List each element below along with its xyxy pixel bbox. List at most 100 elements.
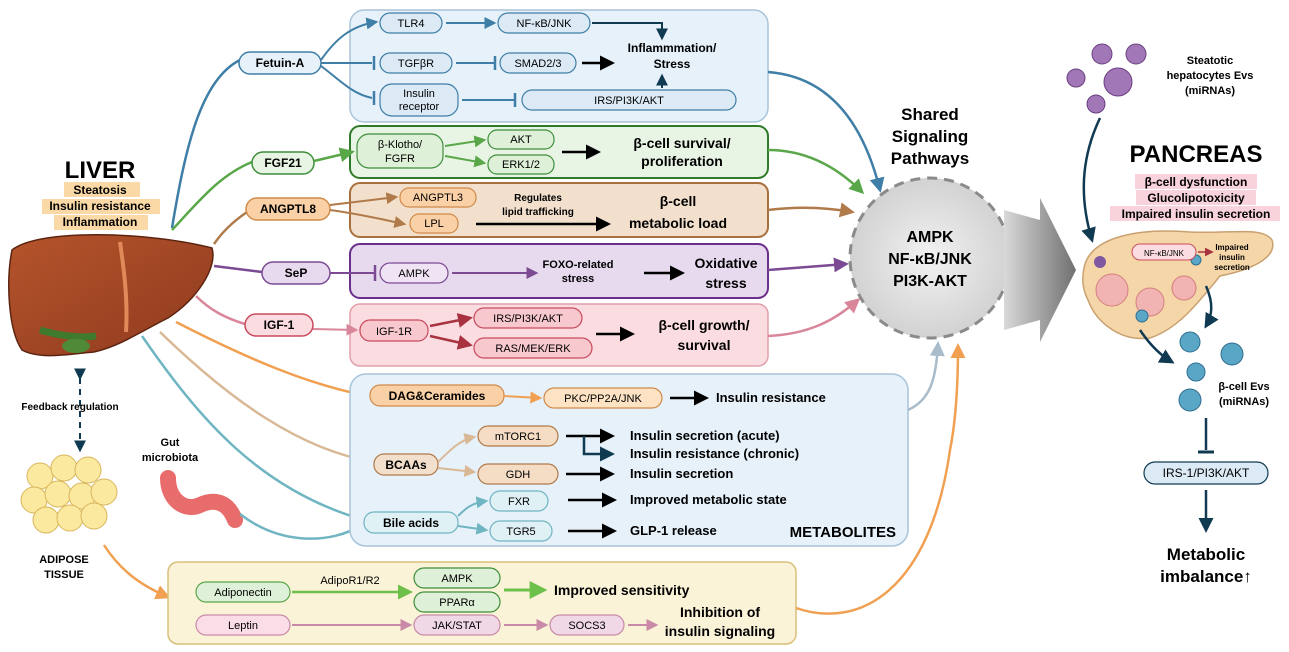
shared-pathway: AMPK [906,229,954,246]
irs-node [521,89,737,111]
shared-title: Shared [901,105,959,124]
adipor-label: AdipoR1/R2 [320,575,379,587]
ampk-label: AMPK [398,268,430,280]
tgr5-outcome: GLP-1 release [630,523,717,538]
fetuin-outcome: Inflammmation/ [628,41,717,55]
highlight [64,182,140,197]
akt-label: AKT [510,134,532,146]
ppar-node [413,591,501,613]
connector [212,208,251,245]
metabolites-label: METABOLITES [790,524,896,541]
pkc-node [543,387,663,409]
pancreas-feature: Glucolipotoxicity [1147,191,1245,205]
leptin-outcome: insulin signaling [665,623,775,639]
sep-pathway-box [349,243,769,299]
big-arrow [1004,198,1076,342]
fgf21-label: FGF21 [264,156,302,170]
highlight [1110,206,1280,221]
arrow [437,433,477,463]
irs-label: IRS/PI3K/AKT [594,95,664,107]
mtorc1-label: mTORC1 [495,431,541,443]
igf1-outcome: survival [678,337,731,353]
connector [767,70,885,193]
fetuin-outcome: Stress [654,57,691,71]
ampk-node [379,262,449,284]
arrow [313,147,355,163]
erk-label: ERK1/2 [502,159,540,171]
tgr5-node [489,520,553,542]
mtor-outcome-chronic: Insulin resistance (chronic) [630,446,799,461]
insulin-receptor-label: receptor [399,101,440,113]
ras-node [473,337,593,359]
connector [907,341,945,412]
tgfbr-label: TGFβR [398,58,434,70]
pancreas-nfkb-label: NF-κB/JNK [1144,249,1185,258]
fgf21-outcome: proliferation [641,153,723,169]
connector [767,298,861,338]
liver-feature: Steatosis [73,183,127,197]
fgf21-outcome: β-cell survival/ [633,135,730,151]
arrow [457,522,489,535]
connector [767,257,849,273]
adipo-ampk-label: AMPK [441,573,473,585]
connector [795,343,966,615]
feedback-label: Feedback regulation [21,402,118,413]
angptl8-outcome: metabolic load [629,215,727,231]
connector [213,264,263,274]
tlr4-node [379,12,443,34]
jak-label: JAK/STAT [432,620,482,632]
leptin-node [195,614,291,636]
gdh-node [477,463,559,485]
connector [171,160,253,231]
connector [195,295,246,326]
angptl8-outcome: β-cell [660,193,697,209]
shared-title: Pathways [891,149,969,168]
liver-feature: Insulin resistance [49,199,151,213]
arrow [429,312,473,328]
fetuin-a-label: Fetuin-A [256,56,305,70]
ras-label: RAS/MEK/ERK [495,343,571,355]
angptl8-pill [245,197,331,221]
ev-cluster-top [1066,43,1147,114]
arrow [503,391,543,404]
igf1-outcome: β-cell growth/ [659,317,750,333]
connector [239,513,365,540]
jak-node [413,614,501,636]
metabolic-outcome: imbalance↑ [1160,567,1252,586]
pancreas-feature: Impaired insulin secretion [1122,207,1271,221]
dag-label: DAG&Ceramides [389,389,486,403]
leptin-label: Leptin [228,620,258,632]
connector [140,335,367,524]
fxr-node [489,490,549,512]
ev-cluster-bottom [1178,331,1244,412]
arrow [329,192,399,206]
pancreas-inner-outcome: Impaired [1215,243,1248,252]
arrow [1204,285,1219,329]
insulin-receptor-label: Insulin [403,88,435,100]
gdh-label: GDH [506,469,531,481]
connector [767,202,855,218]
sep-mid: stress [562,273,594,285]
shared-title: Signaling [892,127,969,146]
dag-pill [369,384,505,407]
igf1-label: IGF-1 [264,318,295,332]
liver-title: LIVER [65,157,136,184]
adipose-illustration [20,454,118,534]
sep-outcome: stress [705,275,746,291]
igf-irs-label: IRS/PI3K/AKT [493,313,563,325]
fxr-outcome: Improved metabolic state [630,492,787,507]
pancreas-irs-label: IRS-1/PI3K/AKT [1163,466,1250,480]
pancreas-inner-outcome: secretion [1214,263,1250,272]
adipo-ampk-node [413,567,501,589]
socs3-node [549,614,625,636]
connector [320,65,373,99]
arrow [582,436,615,462]
evs-top-label: Steatotic [1187,55,1233,67]
evs-top-label: (miRNAs) [1185,85,1235,97]
mtorc1-node [477,425,559,447]
pancreas-illustration [1082,230,1274,340]
angptl8-label: ANGPTL8 [260,202,316,216]
nfkb-label: NF-κB/JNK [517,18,573,30]
bcaas-pill [373,453,439,476]
